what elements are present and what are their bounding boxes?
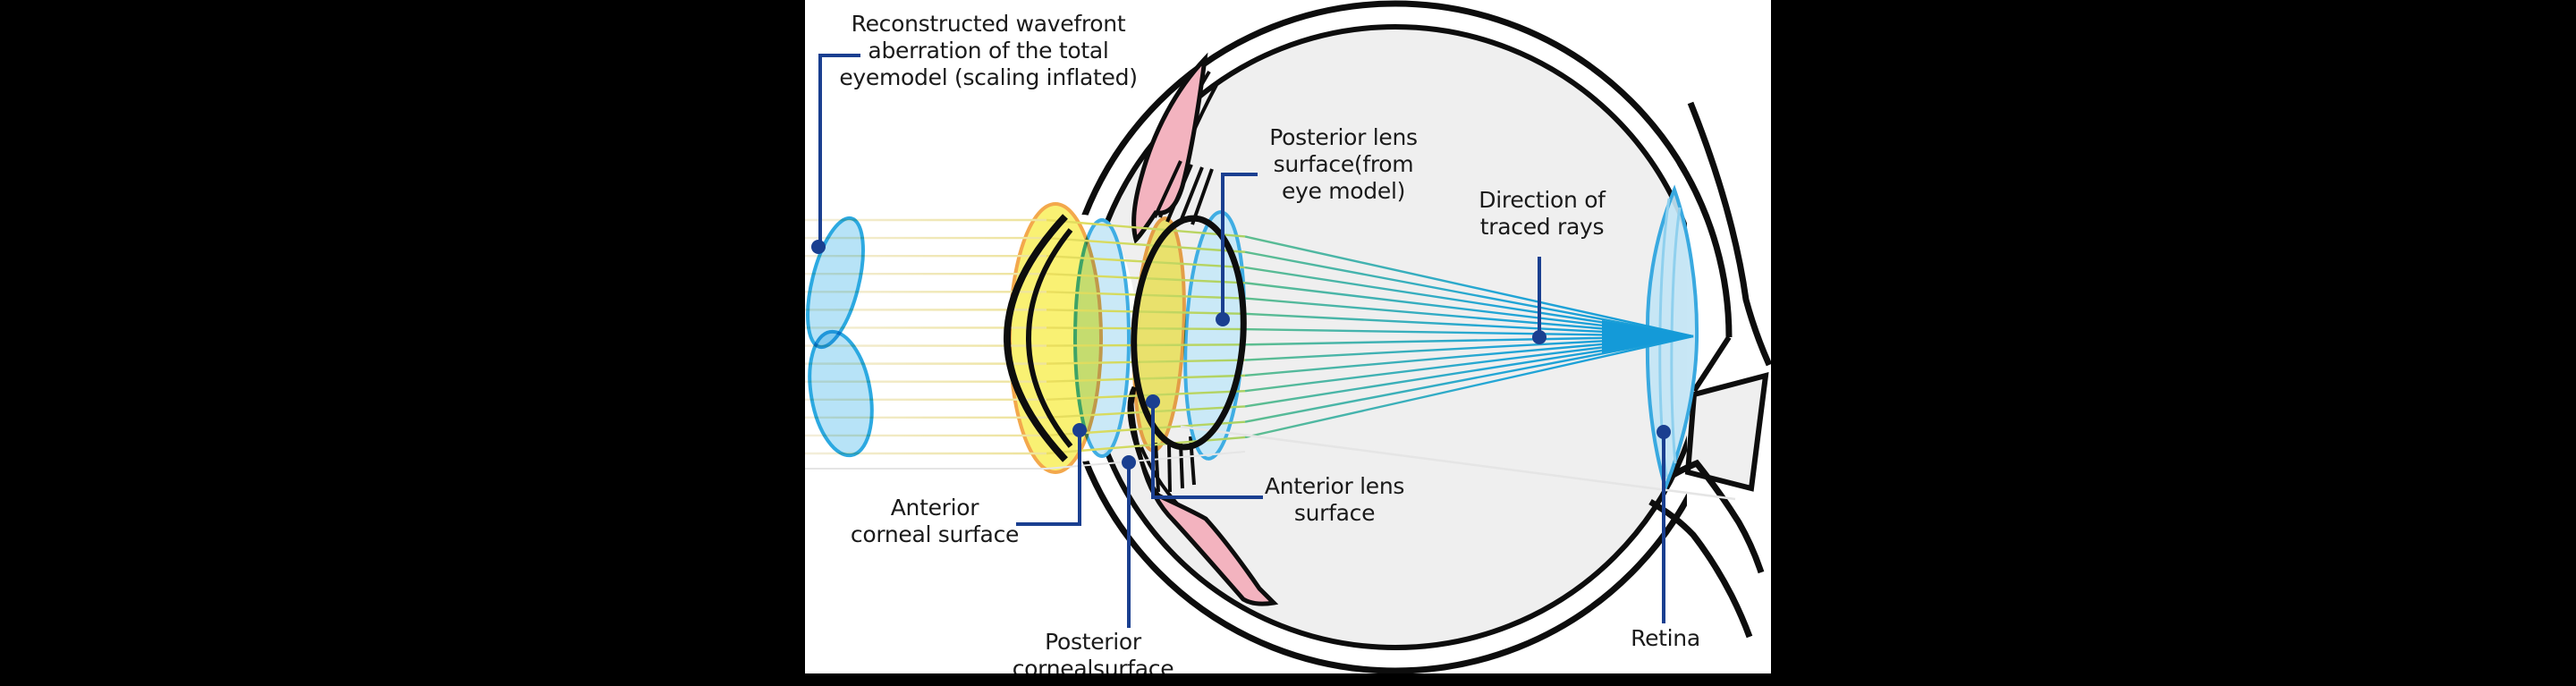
leader-posterior-lens <box>1221 173 1258 314</box>
traced-ray <box>1046 374 1246 383</box>
leader-wavefront <box>818 54 860 241</box>
dot-posterior-lens <box>1216 312 1230 326</box>
dot-direction <box>1532 330 1546 344</box>
nerve-head-wedge <box>1684 371 1769 492</box>
optical-outlines <box>1003 214 1247 462</box>
wavefront-lobe-lower <box>808 329 874 458</box>
nerve-sheath-lower-bottom <box>1648 498 1753 639</box>
optic-nerve <box>1648 101 1771 673</box>
dot-posterior-corneal <box>1122 455 1136 470</box>
label-retina: Retina <box>1631 625 1700 651</box>
cornea-outer-outline <box>1003 214 1068 462</box>
label-anterior-corneal: Anterior corneal surface <box>850 495 1020 547</box>
nerve-sheath-upper <box>1687 101 1771 367</box>
leader-dots <box>811 240 1671 470</box>
dot-wavefront <box>811 240 826 254</box>
wavefront-aberration-shape <box>806 216 874 458</box>
traced-ray <box>1046 218 1246 238</box>
dot-retina <box>1657 425 1671 439</box>
traced-ray <box>1046 236 1246 253</box>
leader-anterior-lens <box>1151 405 1263 499</box>
nerve-sheath-lower-top <box>1664 459 1765 574</box>
cornea-inner-outline <box>1025 228 1073 448</box>
traced-ray <box>1244 335 1694 423</box>
traced-ray <box>1046 389 1246 401</box>
traced-ray <box>1244 235 1694 338</box>
iris-upper-wing <box>1131 52 1208 244</box>
label-anterior-lens: Anterior lens surface <box>1264 473 1405 526</box>
traced-ray <box>1244 250 1694 338</box>
traced-ray <box>1046 359 1246 365</box>
ray-focus-triangle <box>1602 320 1693 353</box>
sclera-arc-upper <box>1677 161 1733 338</box>
traced-ray <box>1244 335 1694 439</box>
dot-anterior-lens <box>1146 394 1160 409</box>
label-direction: Direction of traced rays <box>1479 187 1606 240</box>
leader-lines <box>818 54 1665 628</box>
label-posterior-corneal: Posterior cornealsurface <box>1012 629 1174 673</box>
nerve-notch <box>1691 335 1732 393</box>
traced-ray <box>1046 343 1246 347</box>
traced-ray <box>1046 326 1246 331</box>
dot-anterior-corneal <box>1072 423 1087 437</box>
crystalline-lens-outline <box>1131 215 1247 451</box>
traced-ray <box>1046 309 1246 316</box>
label-wavefront: Reconstructed wavefront aberration of th… <box>839 11 1138 90</box>
leader-anterior-corneal <box>1016 436 1081 526</box>
diagram-panel: Reconstructed wavefront aberration of th… <box>805 0 1771 673</box>
rays-through-lens <box>1046 218 1246 455</box>
label-posterior-lens: Posterior lens surface(from eye model) <box>1269 124 1418 204</box>
traced-ray <box>1046 291 1246 300</box>
eye-diagram-svg <box>805 0 1771 673</box>
